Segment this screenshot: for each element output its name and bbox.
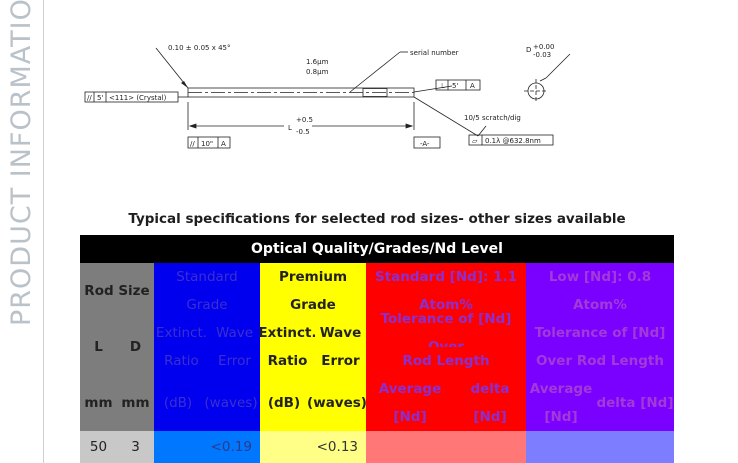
diameter-label: D <box>526 46 531 54</box>
low-nd-tolerance-line2: Over Rod Length <box>526 347 674 375</box>
sidebar-title: PRODUCT INFORMATION <box>6 0 37 326</box>
premium-ratio-label: Ratio <box>260 347 315 375</box>
row-low-nd <box>526 431 674 463</box>
row-standard-nd <box>366 431 526 463</box>
premium-wave-label: Wave <box>315 319 366 347</box>
datum-a-label: -A- <box>420 140 430 148</box>
standard-nd-tolerance-line2: Rod Length <box>366 347 526 375</box>
standard-nd-line2: Atom% <box>366 291 526 319</box>
rod-l-header: L <box>80 319 117 375</box>
finish-top-label: 1.6μm <box>306 58 329 66</box>
premium-waves-unit: (waves) <box>307 375 367 431</box>
perp-datum: A <box>470 82 475 90</box>
crystal-angle: 5' <box>97 94 103 102</box>
length-minus-tol: -0.5 <box>296 128 310 136</box>
scratch-dig-label: 10/5 scratch/dig <box>464 114 521 122</box>
rod-l-unit: mm <box>80 375 117 431</box>
parallel-symbol: // <box>190 140 195 148</box>
flatness-symbol: ▱ <box>472 137 478 145</box>
standard-extinct-label: Extinct. <box>154 319 209 347</box>
low-nd-line1: Low [Nd]: 0.8 <box>526 263 674 291</box>
rod-size-header: Rod Size <box>80 263 154 319</box>
sidebar-rule <box>43 0 44 463</box>
premium-db-unit: (dB) <box>260 375 308 431</box>
table-header-bar: Optical Quality/Grades/Nd Level <box>80 235 674 263</box>
rod-technical-drawing: 0.10 ± 0.05 x 45° 1.6μm 0.8μm serial num… <box>84 43 571 149</box>
parallel-datum: A <box>221 140 226 148</box>
finish-bottom-label: 0.8μm <box>306 68 329 76</box>
perp-angle: 5' <box>452 82 458 90</box>
premium-grade-line2: Grade <box>260 291 366 319</box>
low-nd-delta: delta [Nd] <box>596 375 674 431</box>
length-label: L <box>288 124 292 132</box>
premium-error-label: Error <box>315 347 366 375</box>
rod-d-header: D <box>117 319 154 375</box>
standard-error-label: Error <box>209 347 260 375</box>
standard-wave-label: Wave <box>209 319 260 347</box>
low-nd-tolerance-line1: Tolerance of [Nd] <box>526 319 674 347</box>
standard-nd-delta: delta [Nd] <box>454 375 526 431</box>
crystal-text: <111> (Crystal) <box>109 94 167 102</box>
row-rod-diameter: 3 <box>117 431 154 463</box>
standard-grade-line2: Grade <box>154 291 260 319</box>
premium-grade-line1: Premium <box>260 263 366 291</box>
row-rod-length: 50 <box>80 431 117 463</box>
standard-db-unit: (dB) <box>154 375 202 431</box>
diameter-upper-tol: +0.00 <box>533 43 554 51</box>
length-plus-tol: +0.5 <box>296 116 313 124</box>
flatness-value: 0.1λ @632.8nm <box>485 137 541 145</box>
spec-table-title: Typical specifications for selected rod … <box>128 211 626 227</box>
row-standard-wave-error: <0.19 <box>154 431 260 463</box>
standard-nd-tolerance-line1: Tolerance of [Nd] Over <box>366 311 526 355</box>
serial-number-label: serial number <box>410 49 459 57</box>
standard-nd-average-line1: Average <box>366 375 454 403</box>
crystal-symbol: // <box>87 94 92 102</box>
row-premium-wave-error: <0.13 <box>260 431 366 463</box>
rod-d-unit: mm <box>117 375 154 431</box>
low-nd-line2: Atom% <box>526 291 674 319</box>
standard-nd-line1: Standard [Nd]: 1.1 <box>366 263 526 291</box>
low-nd-average-line2: [Nd] <box>526 403 596 431</box>
parallel-angle: 10" <box>201 140 213 148</box>
standard-grade-line1: Standard <box>154 263 260 291</box>
standard-waves-unit: (waves) <box>202 375 260 431</box>
standard-nd-average-line2: [Nd] <box>366 403 454 431</box>
diameter-lower-tol: -0.03 <box>533 51 551 59</box>
low-nd-average-line1: Average <box>526 375 596 403</box>
chamfer-label: 0.10 ± 0.05 x 45° <box>168 44 231 52</box>
spec-table: Optical Quality/Grades/Nd Level Rod Size… <box>80 235 674 463</box>
perp-symbol: ⊥ <box>439 82 445 90</box>
premium-extinct-label: Extinct. <box>258 319 317 347</box>
standard-ratio-label: Ratio <box>154 347 209 375</box>
